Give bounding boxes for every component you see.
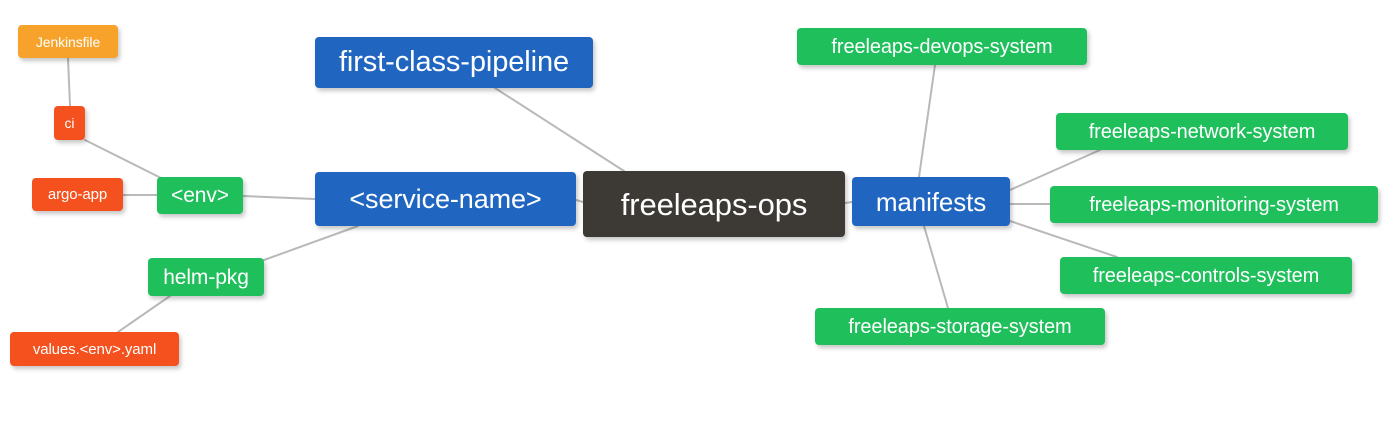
node-label: Jenkinsfile [35, 33, 101, 50]
node-label: freeleaps-ops [620, 186, 808, 222]
node-label: ci [64, 115, 75, 131]
node-argo-app[interactable]: argo-app [32, 178, 123, 211]
edge-jenkinsfile-to-ci [67, 57, 71, 107]
node-helm-pkg[interactable]: helm-pkg [148, 258, 264, 296]
node-label: first-class-pipeline [338, 46, 570, 78]
edge-first-class-pipeline-to-freeleaps-ops [494, 87, 625, 172]
edge-env-to-service-name [242, 195, 316, 200]
node-ci[interactable]: ci [54, 106, 85, 140]
node-label: manifests [875, 186, 987, 217]
edge-ci-to-env [84, 139, 166, 181]
edge-freeleaps-ops-to-manifests [844, 201, 853, 204]
node-label: <service-name> [349, 183, 542, 214]
node-freeleaps-storage-system[interactable]: freeleaps-storage-system [815, 308, 1105, 345]
node-label: values.<env>.yaml [32, 340, 157, 358]
node-label: <env> [171, 184, 229, 207]
node-label: freeleaps-storage-system [848, 315, 1072, 338]
edge-manifests-to-freeleaps-storage-system [923, 225, 949, 309]
node-freeleaps-ops[interactable]: freeleaps-ops [583, 171, 845, 237]
edge-service-name-to-freeleaps-ops [575, 199, 584, 203]
node-label: freeleaps-devops-system [831, 35, 1053, 58]
edge-service-name-to-helm-pkg [263, 225, 359, 261]
node-label: freeleaps-monitoring-system [1089, 193, 1339, 216]
edge-manifests-to-freeleaps-devops-system [918, 64, 936, 178]
node-values-yaml[interactable]: values.<env>.yaml [10, 332, 179, 366]
edge-helm-pkg-to-values-yaml [117, 295, 171, 333]
node-freeleaps-monitoring-system[interactable]: freeleaps-monitoring-system [1050, 186, 1378, 223]
node-label: freeleaps-controls-system [1092, 264, 1320, 287]
node-env[interactable]: <env> [157, 177, 243, 214]
node-label: helm-pkg [163, 265, 249, 289]
node-service-name[interactable]: <service-name> [315, 172, 576, 226]
node-label: argo-app [47, 186, 108, 203]
node-label: freeleaps-network-system [1088, 120, 1316, 143]
node-manifests[interactable]: manifests [852, 177, 1010, 226]
node-freeleaps-devops-system[interactable]: freeleaps-devops-system [797, 28, 1087, 65]
edge-manifests-to-freeleaps-controls-system [1009, 220, 1118, 258]
node-first-class-pipeline[interactable]: first-class-pipeline [315, 37, 593, 88]
edge-manifests-to-freeleaps-network-system [1009, 149, 1101, 191]
node-freeleaps-network-system[interactable]: freeleaps-network-system [1056, 113, 1348, 150]
node-jenkinsfile[interactable]: Jenkinsfile [18, 25, 118, 58]
node-freeleaps-controls-system[interactable]: freeleaps-controls-system [1060, 257, 1352, 294]
